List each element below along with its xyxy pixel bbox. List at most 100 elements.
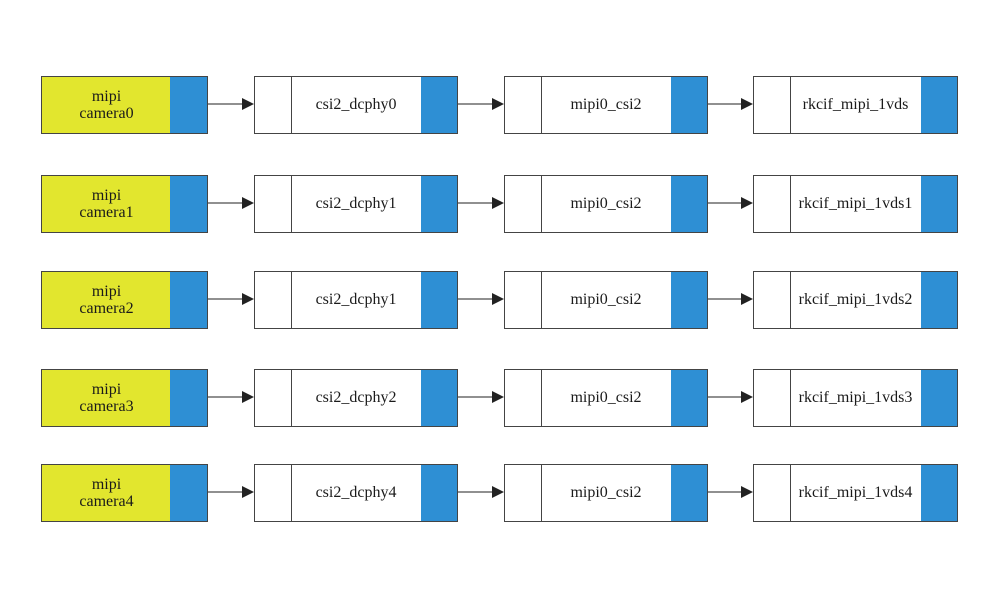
arrow-icon: [208, 486, 254, 498]
input-port: [754, 176, 791, 232]
camera-label-line2: camera4: [79, 493, 134, 510]
arrow-icon: [208, 391, 254, 403]
dphy-node: csi2_dcphy1: [254, 175, 458, 233]
input-port: [505, 176, 542, 232]
output-port: [921, 272, 957, 328]
camera-label-line1: mipi: [91, 88, 122, 105]
camera-label: mipi camera4: [42, 465, 172, 521]
rkcif-label: rkcif_mipi_1vds1: [798, 195, 913, 212]
input-port: [505, 77, 542, 133]
csi-label: mipi0_csi2: [570, 291, 642, 308]
rkcif-label: rkcif_mipi_1vds4: [798, 484, 913, 501]
input-port: [505, 272, 542, 328]
input-port: [255, 370, 292, 426]
dphy-node: csi2_dcphy2: [254, 369, 458, 427]
arrow-icon: [208, 293, 254, 305]
camera-label-line2: camera1: [79, 204, 134, 221]
dphy-node: csi2_dcphy1: [254, 271, 458, 329]
csi-label: mipi0_csi2: [570, 484, 642, 501]
rkcif-node: rkcif_mipi_1vds: [753, 76, 958, 134]
input-port: [505, 465, 542, 521]
camera-node: mipi camera1: [41, 175, 208, 233]
csi-node: mipi0_csi2: [504, 464, 708, 522]
camera-node: mipi camera3: [41, 369, 208, 427]
arrow-icon: [708, 391, 753, 403]
input-port: [754, 77, 791, 133]
rkcif-node: rkcif_mipi_1vds3: [753, 369, 958, 427]
input-port: [754, 370, 791, 426]
arrow-icon: [458, 197, 504, 209]
pipeline-row-4: mipi camera4 csi2_dcphy4 mipi0_csi2 rkci…: [0, 464, 1000, 522]
pipeline-row-0: mipi camera0 csi2_dcphy0 mipi0_csi2 rkci…: [0, 76, 1000, 134]
csi-node: mipi0_csi2: [504, 76, 708, 134]
input-port: [754, 465, 791, 521]
output-port: [921, 176, 957, 232]
output-port: [421, 176, 457, 232]
csi-label: mipi0_csi2: [570, 389, 642, 406]
output-port: [421, 77, 457, 133]
csi-label: mipi0_csi2: [570, 96, 642, 113]
input-port: [255, 77, 292, 133]
output-port: [170, 370, 207, 426]
output-port: [671, 77, 707, 133]
camera-label-line2: camera0: [79, 105, 134, 122]
arrow-icon: [208, 197, 254, 209]
camera-label: mipi camera1: [42, 176, 172, 232]
output-port: [921, 370, 957, 426]
arrow-icon: [208, 98, 254, 110]
output-port: [671, 370, 707, 426]
pipeline-row-3: mipi camera3 csi2_dcphy2 mipi0_csi2 rkci…: [0, 369, 1000, 427]
csi-node: mipi0_csi2: [504, 369, 708, 427]
input-port: [754, 272, 791, 328]
input-port: [505, 370, 542, 426]
dphy-label: csi2_dcphy0: [315, 96, 397, 113]
camera-label-line2: camera3: [79, 398, 134, 415]
output-port: [170, 77, 207, 133]
dphy-node: csi2_dcphy4: [254, 464, 458, 522]
arrow-icon: [708, 197, 753, 209]
input-port: [255, 176, 292, 232]
csi-node: mipi0_csi2: [504, 175, 708, 233]
csi-label: mipi0_csi2: [570, 195, 642, 212]
dphy-label: csi2_dcphy2: [315, 389, 397, 406]
camera-label-line1: mipi: [91, 187, 122, 204]
pipeline-row-2: mipi camera2 csi2_dcphy1 mipi0_csi2 rkci…: [0, 271, 1000, 329]
camera-node: mipi camera0: [41, 76, 208, 134]
arrow-icon: [458, 486, 504, 498]
output-port: [671, 272, 707, 328]
arrow-icon: [458, 293, 504, 305]
pipeline-row-1: mipi camera1 csi2_dcphy1 mipi0_csi2 rkci…: [0, 175, 1000, 233]
output-port: [921, 465, 957, 521]
output-port: [921, 77, 957, 133]
rkcif-label: rkcif_mipi_1vds2: [798, 291, 913, 308]
rkcif-node: rkcif_mipi_1vds4: [753, 464, 958, 522]
rkcif-label: rkcif_mipi_1vds: [802, 96, 909, 113]
output-port: [170, 465, 207, 521]
rkcif-node: rkcif_mipi_1vds1: [753, 175, 958, 233]
csi-node: mipi0_csi2: [504, 271, 708, 329]
output-port: [170, 272, 207, 328]
arrow-icon: [708, 486, 753, 498]
input-port: [255, 272, 292, 328]
camera-label: mipi camera0: [42, 77, 172, 133]
output-port: [421, 272, 457, 328]
arrow-icon: [458, 391, 504, 403]
input-port: [255, 465, 292, 521]
output-port: [421, 465, 457, 521]
rkcif-node: rkcif_mipi_1vds2: [753, 271, 958, 329]
camera-label-line1: mipi: [91, 381, 122, 398]
camera-node: mipi camera2: [41, 271, 208, 329]
camera-label: mipi camera2: [42, 272, 172, 328]
dphy-label: csi2_dcphy1: [315, 195, 397, 212]
output-port: [421, 370, 457, 426]
output-port: [170, 176, 207, 232]
output-port: [671, 176, 707, 232]
camera-label-line2: camera2: [79, 300, 134, 317]
rkcif-label: rkcif_mipi_1vds3: [798, 389, 913, 406]
camera-label: mipi camera3: [42, 370, 172, 426]
dphy-node: csi2_dcphy0: [254, 76, 458, 134]
camera-label-line1: mipi: [91, 283, 122, 300]
camera-node: mipi camera4: [41, 464, 208, 522]
arrow-icon: [458, 98, 504, 110]
camera-label-line1: mipi: [91, 476, 122, 493]
